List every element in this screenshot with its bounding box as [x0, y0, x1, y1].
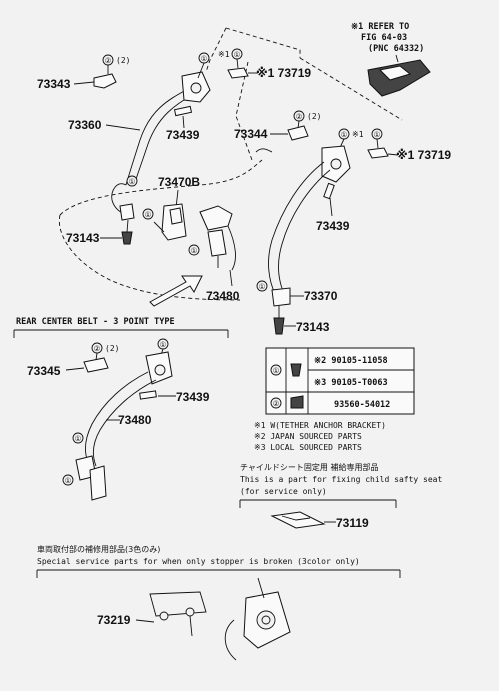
tether-anchor-group-a: ※1 ① ※1 73719 [218, 48, 311, 80]
buckle-73480 [207, 229, 227, 257]
bracket-73719-a [227, 67, 249, 79]
table-row-3-mark: ② [273, 399, 280, 408]
svg-text:①: ① [129, 177, 136, 186]
clip-73343-part [93, 73, 117, 89]
special-en: Special service parts for when only stop… [37, 557, 360, 566]
svg-text:①: ① [341, 130, 348, 139]
callout-73470b: 73470B [158, 175, 200, 189]
callout-73119: 73119 [336, 516, 369, 530]
buckle-group: 73470B ① ① 73480 [142, 175, 240, 307]
cover-73439-b [323, 182, 335, 200]
mark-star1-b: ※1 [352, 130, 364, 139]
callout-73143-b: 73143 [296, 320, 330, 334]
bolt-73143-b [273, 317, 285, 335]
bolt-73143-a [121, 231, 133, 245]
table-row-2-code: ※3 90105-T0063 [314, 378, 388, 388]
buckle-73480-strap [199, 205, 233, 231]
guide-73344-group: ② (2) 73344 [234, 110, 321, 153]
svg-text:①: ① [234, 50, 241, 59]
svg-text:①: ① [145, 210, 152, 219]
callout-73719-b: ※1 73719 [396, 148, 451, 162]
callout-73439-b: 73439 [316, 219, 350, 233]
right-belt-assembly: ① 73439 ① 73370 73143 [256, 128, 351, 335]
svg-text:①: ① [65, 476, 72, 485]
mark-circle-1-b [126, 175, 138, 187]
legend-line-3: ※3 LOCAL SOURCED PARTS [254, 443, 362, 452]
bracket-73719-b [367, 147, 389, 159]
svg-text:①: ① [75, 434, 82, 443]
svg-text:①: ① [374, 130, 381, 139]
guide-73345 [83, 357, 109, 373]
svg-text:(2): (2) [105, 344, 119, 353]
cover-73439-c [139, 390, 157, 400]
callout-73343: 73343 [37, 77, 71, 91]
svg-text:②: ② [94, 344, 101, 353]
refer-line-2: FIG 64-03 [361, 33, 407, 43]
svg-text:①: ① [191, 246, 198, 255]
refer-note: ※1 REFER TO FIG 64-03 (PNC 64332) [351, 22, 431, 97]
mark-star1-a: ※1 [218, 50, 230, 59]
upper-left-belt-assembly: ② (2) 73343 73360 ① ① 73143 73439 [37, 52, 211, 245]
child-seat-en-2: (for service only) [240, 487, 327, 496]
bolt-icon-row-1 [290, 363, 302, 377]
svg-text:(2): (2) [307, 112, 321, 121]
callout-73480-a: 73480 [206, 289, 240, 303]
callout-73344: 73344 [234, 127, 268, 141]
legend: ※1 W(TETHER ANCHOR BRACKET) ※2 JAPAN SOU… [254, 421, 386, 452]
svg-text:①: ① [259, 282, 266, 291]
callout-73370: 73370 [304, 289, 338, 303]
callout-73439-c: 73439 [176, 390, 210, 404]
svg-text:①: ① [160, 340, 167, 349]
legend-line-2: ※2 JAPAN SOURCED PARTS [254, 432, 362, 441]
table-row-3-code: 93560-54012 [334, 400, 390, 410]
tether-bracket-ref [367, 59, 431, 97]
child-seat-note: チャイルドシート固定用 補給専用部品 This is a part for fi… [239, 462, 442, 530]
buckle-rear-center [89, 465, 107, 501]
child-seat-jp: チャイルドシート固定用 補給専用部品 [240, 462, 378, 472]
special-service-section: 車両取付部の補修用部品(3色のみ) Special service parts … [36, 544, 401, 661]
legend-line-1: ※1 W(TETHER ANCHOR BRACKET) [254, 421, 386, 430]
callout-73219: 73219 [97, 613, 131, 627]
callout-73480-b: 73480 [118, 413, 152, 427]
callout-73360: 73360 [68, 118, 102, 132]
special-jp: 車両取付部の補修用部品(3色のみ) [37, 544, 160, 554]
mark-2-qty: (2) [116, 56, 130, 65]
rear-center-title: REAR CENTER BELT - 3 POINT TYPE [16, 317, 175, 327]
callout-73439-a: 73439 [166, 128, 200, 142]
table-row-1-mark: ① [273, 366, 280, 375]
tether-anchor-group-b: ※1 ① ※1 73719 [352, 128, 451, 162]
stopper-73219 [149, 591, 207, 617]
callout-73143-a: 73143 [66, 231, 100, 245]
guide-73344 [287, 125, 309, 141]
cover-73439-a [173, 105, 193, 117]
mark-2-text: ② [105, 56, 112, 65]
callout-73719-a: ※1 73719 [256, 66, 311, 80]
nut-icon-row-3 [290, 395, 304, 409]
child-seat-en-1: This is a part for fixing child safty se… [240, 475, 442, 484]
refer-line-3: (PNC 64332) [368, 44, 424, 54]
table-row-1-code: ※2 90105-11058 [314, 356, 388, 366]
refer-line-1: ※1 REFER TO [351, 22, 409, 32]
callout-73345: 73345 [27, 364, 61, 378]
rear-center-section: REAR CENTER BELT - 3 POINT TYPE ② (2) 73… [13, 317, 229, 501]
direction-arrow [149, 275, 203, 307]
svg-text:②: ② [296, 112, 303, 121]
parts-table: ① ② ※2 90105-11058 ※3 90105-T0063 93560-… [265, 347, 415, 415]
svg-text:①: ① [201, 54, 208, 63]
